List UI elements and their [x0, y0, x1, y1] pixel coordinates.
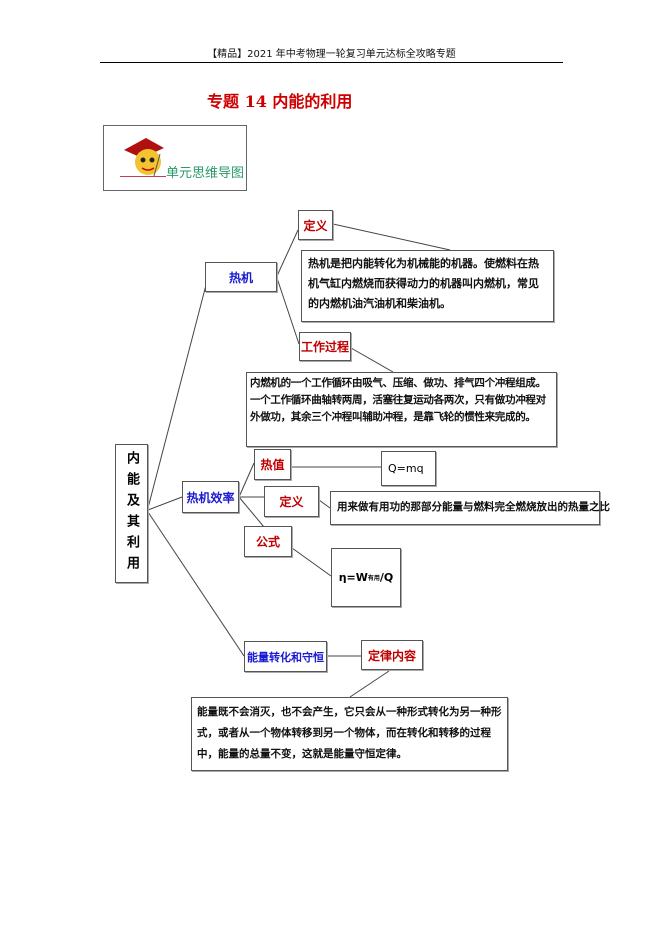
root-node: 内能及其利用 [115, 444, 148, 583]
line-law-text [349, 670, 390, 698]
graduate-cartoon-icon [124, 138, 164, 177]
banner-underline [120, 176, 166, 177]
line-formula-box [291, 547, 332, 577]
node-efficiency: 热机效率 [182, 481, 239, 513]
page-header: 【精品】2021 年中考物理一轮复习单元达标全攻略专题 [207, 49, 456, 60]
node-efficiency-definition: 定义 [264, 486, 319, 517]
line-eff-def-text [318, 499, 331, 509]
node-law: 定律内容 [361, 640, 423, 670]
line-process-text [350, 347, 394, 373]
node-engine-process: 工作过程 [299, 332, 351, 361]
formula-main: η=W [338, 571, 368, 584]
formula-sub: 有用 [367, 575, 380, 582]
node-engine-definition: 定义 [298, 210, 333, 240]
page-title: 专题 14 内能的利用 [207, 92, 353, 111]
line-engine-definition [276, 229, 299, 277]
formula-tail: /Q [379, 571, 394, 584]
header-rule [100, 62, 563, 63]
node-conservation: 能量转化和守恒 [244, 641, 327, 672]
line-root-efficiency [147, 496, 183, 511]
line-engine-process [276, 277, 300, 345]
node-heat-value: 热值 [254, 449, 291, 480]
node-formula: 公式 [244, 526, 292, 557]
line-definition-text [332, 223, 451, 251]
line-root-conservation [147, 511, 245, 657]
mindmap-banner: 单元思维导图 [103, 125, 247, 191]
node-heat-engine: 热机 [205, 262, 277, 292]
efficiency-definition-text: 用来做有用功的那部分能量与燃料完全燃烧放出的热量之比 [330, 491, 610, 525]
law-text: 能量既不会消灭，也不会产生，它只会从一种形式转化为另一种形式，或者从一个物体转移… [191, 697, 508, 771]
line-eff-formula [238, 496, 265, 528]
banner-label: 单元思维导图 [166, 166, 245, 181]
engine-definition-text: 热机是把内能转化为机械能的机器。使燃料在热机气缸内燃烧而获得动力的机器叫内燃机，… [301, 250, 554, 322]
heat-value-formula: Q=mq [381, 451, 436, 486]
engine-process-text: 内燃机的一个工作循环由吸气、压缩、做功、排气四个冲程组成。一个工作循环曲轴转两周… [246, 372, 557, 447]
line-root-heat-engine [147, 284, 207, 509]
line-eff-heatvalue [238, 462, 255, 498]
